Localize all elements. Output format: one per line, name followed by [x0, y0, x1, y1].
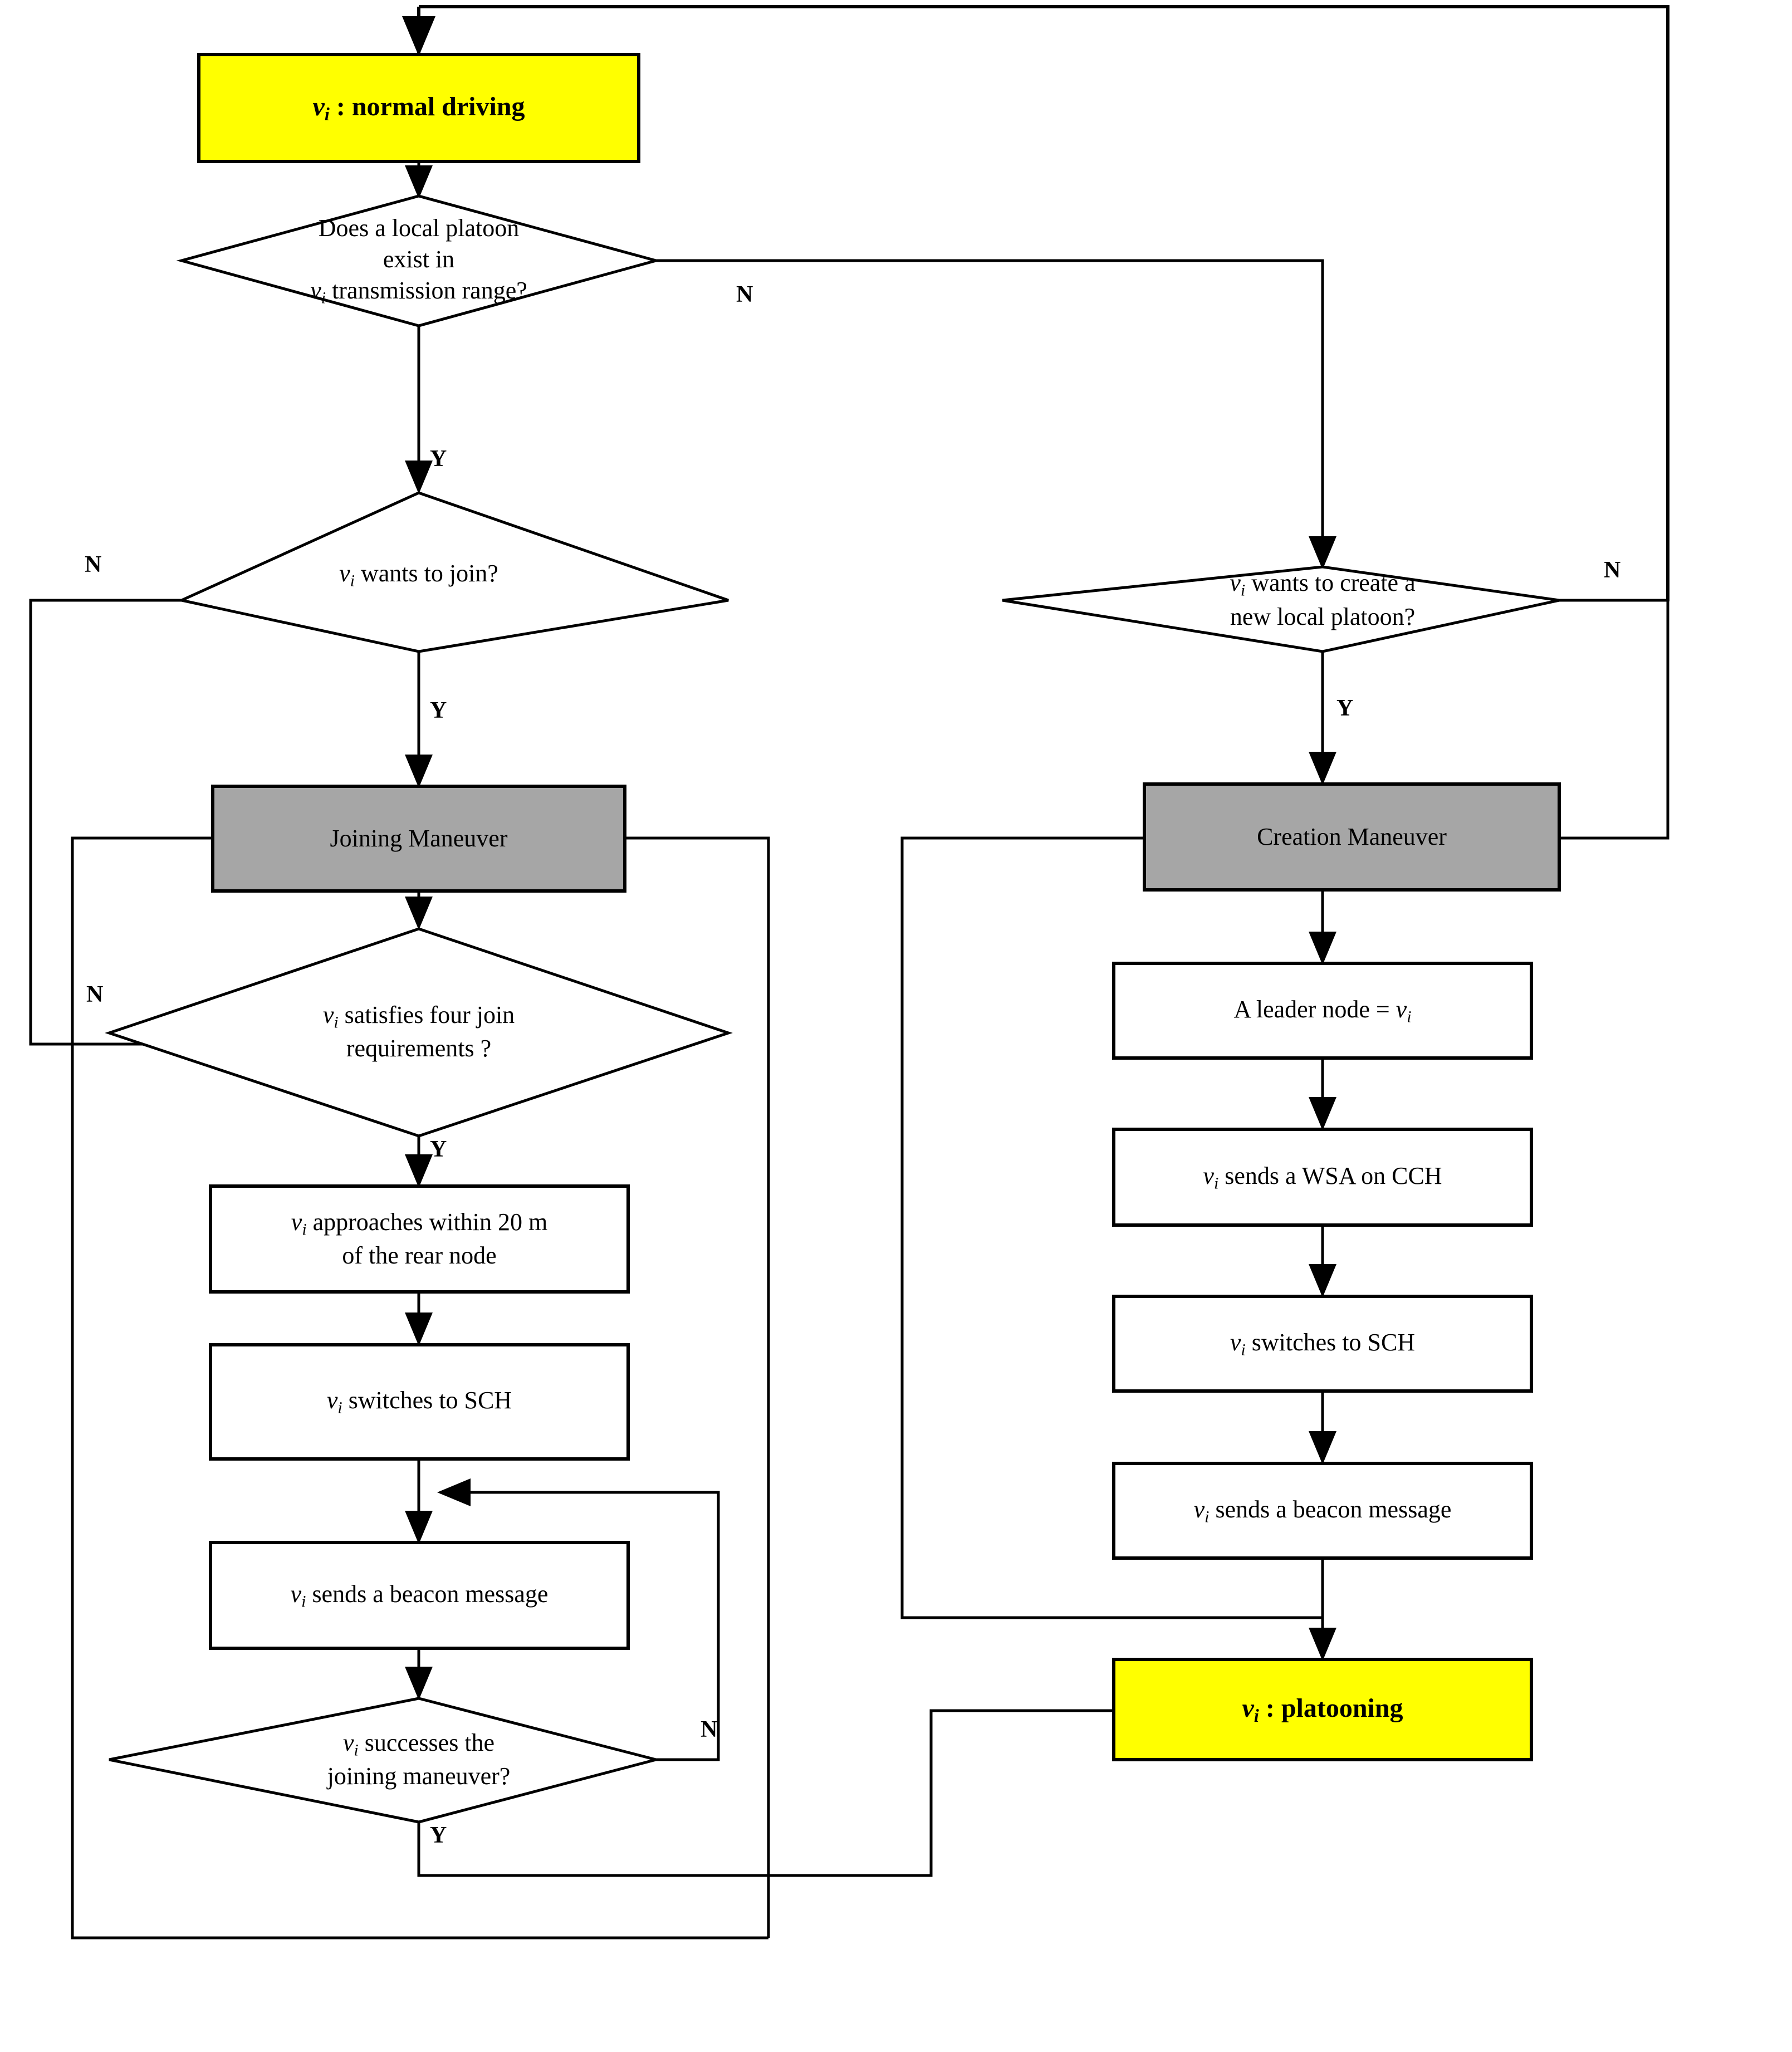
- shape-wsa-cch: [1112, 1128, 1533, 1227]
- shape-wants-create: [1002, 565, 1560, 653]
- shape-four-requirements: [105, 927, 733, 1138]
- branch-label-wants-create-no: N: [1604, 557, 1621, 583]
- shape-platooning: [1112, 1658, 1533, 1761]
- branch-label-join-success-yes: Y: [430, 1823, 447, 1848]
- shape-right-beacon: [1112, 1462, 1533, 1560]
- branch-label-wants-join-no: N: [85, 552, 102, 577]
- shape-right-switches-sch: [1112, 1295, 1533, 1393]
- edge-outer-return: [419, 5, 1669, 601]
- branch-label-platoon-exists-yes: Y: [430, 446, 447, 472]
- shape-platoon-exists: [176, 194, 662, 327]
- shape-joining-maneuver: [211, 785, 626, 893]
- shape-approaches-20m: [209, 1184, 630, 1294]
- branch-label-four-requirements-no: N: [86, 982, 104, 1007]
- shape-normal-driving: [197, 53, 640, 163]
- shape-left-beacon: [209, 1541, 630, 1650]
- branch-label-four-requirements-yes: Y: [430, 1137, 447, 1162]
- branch-label-platoon-exists-no: N: [736, 282, 753, 307]
- shape-left-switches-sch: [209, 1343, 630, 1461]
- branch-label-wants-create-yes: Y: [1336, 696, 1354, 721]
- branch-label-wants-join-yes: Y: [430, 698, 447, 723]
- shape-leader-node: [1112, 962, 1533, 1060]
- shape-creation-maneuver: [1143, 782, 1561, 892]
- shape-wants-join: [177, 491, 729, 653]
- shape-join-success: [109, 1697, 662, 1824]
- branch-label-join-success-no: N: [701, 1717, 718, 1742]
